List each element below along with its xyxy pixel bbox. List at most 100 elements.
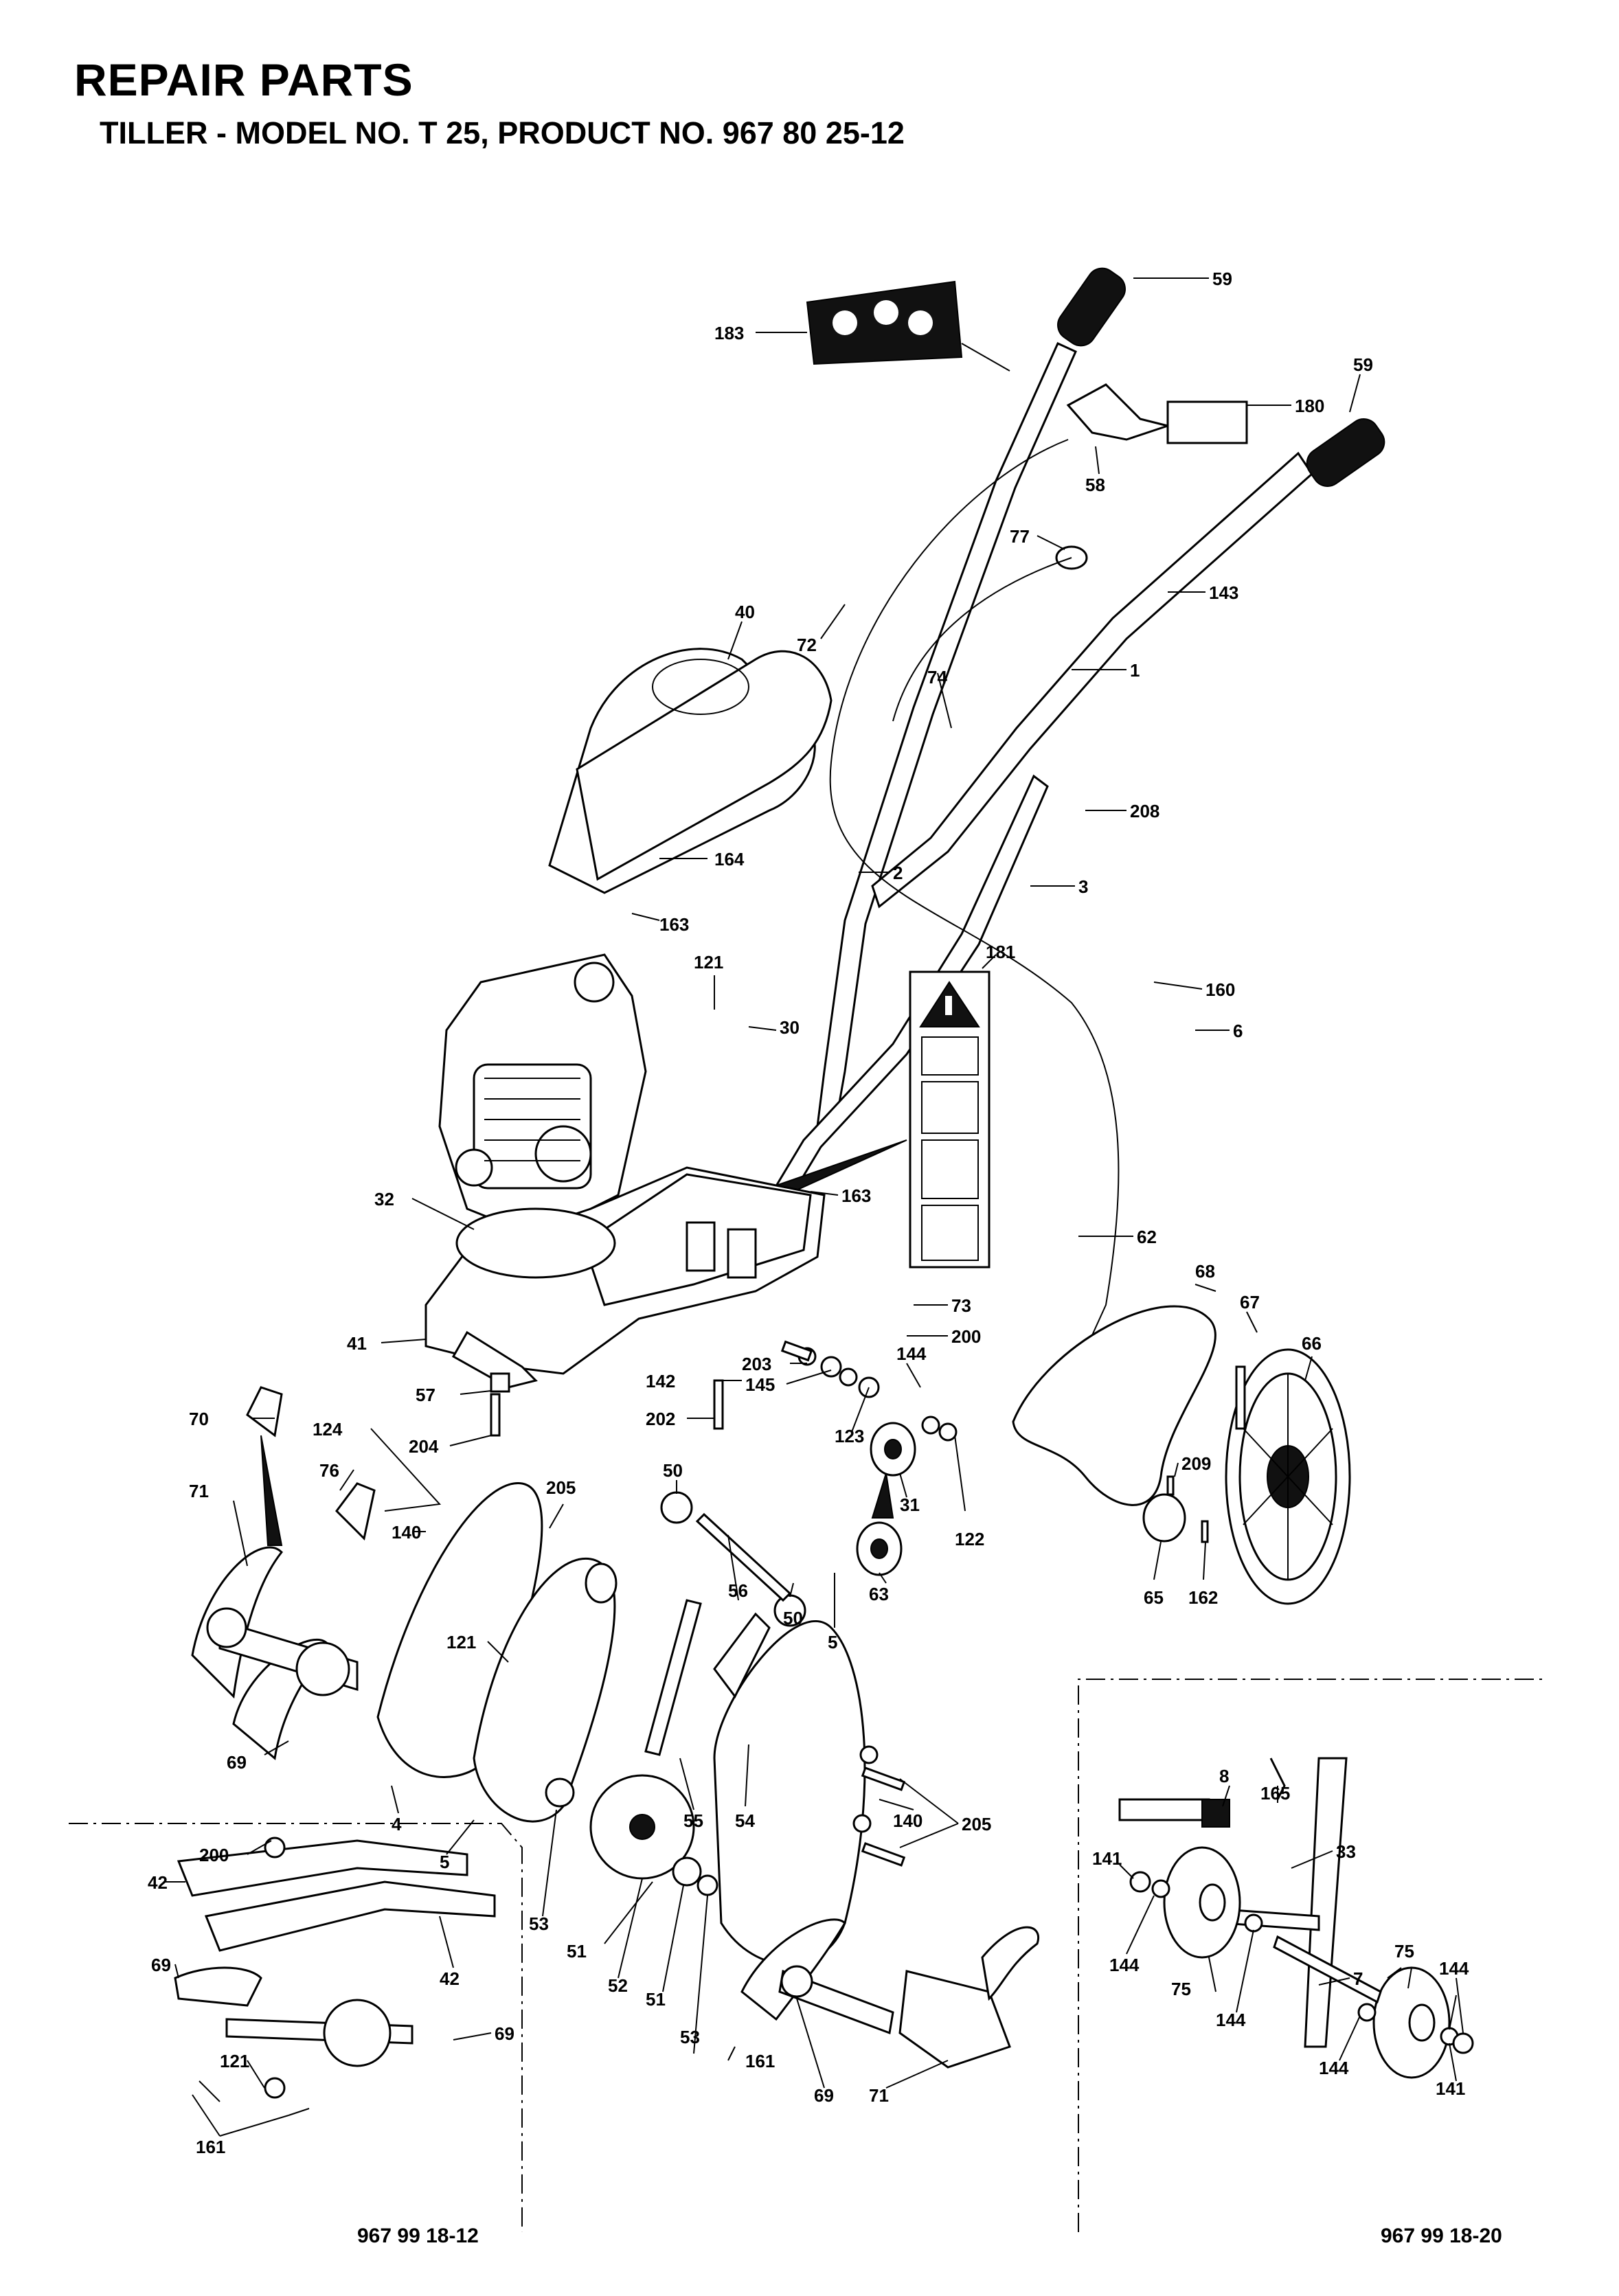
- right-inset-border: [1078, 1679, 1542, 2232]
- callout-181: 181: [986, 942, 1015, 962]
- callout-63: 63: [869, 1584, 889, 1604]
- read-manual-icon: [921, 1036, 979, 1076]
- callout-203: 203: [742, 1354, 771, 1374]
- callout-144: 144: [1109, 1955, 1140, 1975]
- callout-144: 144: [1319, 2058, 1349, 2078]
- callout-160: 160: [1205, 979, 1235, 1000]
- callout-4: 4: [392, 1814, 402, 1834]
- grip-left: [1057, 267, 1126, 347]
- callout-202: 202: [646, 1409, 675, 1429]
- callout-6: 6: [1233, 1021, 1243, 1041]
- callout-51: 51: [567, 1941, 587, 1962]
- frame-chassis: [424, 1166, 826, 1389]
- callout-58: 58: [1085, 475, 1105, 495]
- callout-59: 59: [1353, 354, 1373, 375]
- callout-62: 62: [1137, 1227, 1157, 1247]
- callout-121: 121: [220, 2051, 249, 2071]
- decal-180: [1166, 400, 1248, 444]
- callout-56: 56: [728, 1580, 748, 1601]
- callout-200: 200: [199, 1845, 229, 1865]
- callout-1: 1: [1130, 660, 1140, 681]
- bar-7: [1304, 1757, 1348, 2048]
- decal-183: [806, 280, 1010, 372]
- callout-66: 66: [1302, 1333, 1322, 1354]
- callout-143: 143: [1209, 582, 1238, 603]
- tines-left: [191, 1386, 376, 1760]
- callout-124: 124: [313, 1419, 343, 1440]
- callout-71: 71: [869, 2085, 889, 2106]
- fastener-cluster: [490, 1340, 958, 1442]
- callout-42: 42: [148, 1872, 168, 1893]
- callout-40: 40: [735, 602, 755, 622]
- callout-69: 69: [227, 1752, 247, 1773]
- left-inset-shields: [174, 1837, 496, 2116]
- callout-5: 5: [440, 1852, 449, 1872]
- belt-cover: [548, 648, 833, 894]
- callout-163: 163: [659, 914, 689, 935]
- pin-67: [1235, 1365, 1246, 1430]
- callout-69: 69: [495, 2023, 514, 2044]
- clip-76: [335, 1482, 376, 1541]
- callout-144: 144: [1439, 1958, 1469, 1979]
- page-subtitle: TILLER - MODEL NO. T 25, PRODUCT NO. 967…: [100, 115, 905, 150]
- clip-70: [246, 1386, 283, 1437]
- callout-71: 71: [189, 1481, 209, 1501]
- callout-141: 141: [1092, 1848, 1122, 1869]
- callout-200: 200: [951, 1326, 981, 1347]
- shaft-56: [695, 1512, 792, 1602]
- callout-75: 75: [1171, 1979, 1191, 1999]
- callout-162: 162: [1188, 1587, 1218, 1608]
- callout-140: 140: [893, 1810, 922, 1831]
- bearing-50a: [660, 1491, 693, 1524]
- callout-209: 209: [1181, 1453, 1211, 1474]
- callout-70: 70: [189, 1409, 209, 1429]
- callout-5: 5: [828, 1632, 837, 1652]
- left-inset-border: [69, 1823, 523, 2232]
- callout-144: 144: [1216, 2010, 1246, 2030]
- callout-123: 123: [835, 1426, 864, 1446]
- throttle-lever: [1066, 383, 1172, 441]
- callout-165: 165: [1260, 1783, 1290, 1804]
- callout-32: 32: [374, 1189, 394, 1209]
- pin-162: [1201, 1520, 1209, 1543]
- callout-65: 65: [1144, 1587, 1164, 1608]
- callout-72: 72: [797, 635, 817, 655]
- fasteners-205: [852, 1745, 906, 1867]
- bearing-51: [672, 1856, 702, 1887]
- callout-53: 53: [529, 1913, 549, 1934]
- callout-55: 55: [683, 1810, 703, 1831]
- callout-145: 145: [745, 1374, 775, 1395]
- pin-209: [1166, 1475, 1175, 1496]
- callout-142: 142: [646, 1371, 675, 1391]
- page-title: REPAIR PARTS: [74, 54, 414, 105]
- callout-161: 161: [745, 2051, 775, 2071]
- callout-8: 8: [1219, 1766, 1229, 1786]
- right-inset-wheels: [1118, 1757, 1474, 2079]
- tines-center: [740, 1918, 1039, 2069]
- grip-right: [1306, 418, 1385, 487]
- callout-208: 208: [1130, 801, 1159, 821]
- callout-7: 7: [1353, 1968, 1363, 1989]
- callout-121: 121: [694, 952, 723, 973]
- callout-31: 31: [900, 1494, 920, 1515]
- callout-183: 183: [714, 323, 744, 343]
- callout-30: 30: [780, 1017, 800, 1038]
- hub-65: [1142, 1493, 1186, 1543]
- callout-42: 42: [440, 1968, 460, 1989]
- callout-68: 68: [1195, 1261, 1215, 1282]
- callout-33: 33: [1336, 1841, 1356, 1862]
- transmission-belts: [376, 1482, 866, 1966]
- callout-59: 59: [1212, 269, 1232, 289]
- drive-belt-68: [1012, 1305, 1216, 1506]
- callout-205: 205: [546, 1477, 576, 1498]
- callout-204: 204: [409, 1436, 439, 1457]
- callout-161: 161: [196, 2137, 225, 2157]
- kit-number-left: 967 99 18-12: [357, 2225, 479, 2247]
- callout-labels: 59 183 59 180 58 77 143 40 72 74 1 208 1…: [148, 269, 1469, 2157]
- callout-180: 180: [1295, 396, 1324, 416]
- engine: [438, 953, 647, 1238]
- callout-121: 121: [446, 1632, 476, 1652]
- callout-73: 73: [951, 1295, 971, 1316]
- kit-number-right: 967 99 18-20: [1381, 2225, 1502, 2247]
